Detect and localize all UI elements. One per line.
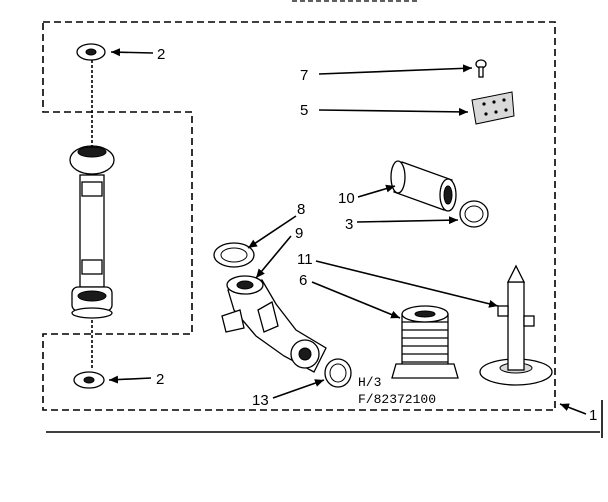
screw-part — [475, 59, 487, 78]
callout-2-bottom: 2 — [156, 371, 164, 388]
drain-hose-assembly — [69, 60, 115, 368]
washer-top — [76, 43, 106, 61]
callout-5: 5 — [300, 102, 308, 119]
callout-8: 8 — [297, 201, 305, 218]
filter-cartridge — [390, 160, 457, 212]
washer-bottom — [73, 371, 105, 389]
drawing-code-line-2: F/82372100 — [358, 392, 436, 407]
callout-9: 9 — [295, 225, 303, 242]
callout-3: 3 — [345, 216, 353, 233]
callout-7: 7 — [300, 67, 308, 84]
callout-10: 10 — [338, 190, 355, 207]
ring-part-3 — [459, 200, 489, 228]
clamp-part — [213, 242, 255, 268]
callout-2-top: 2 — [157, 46, 165, 63]
elbow-hose — [221, 275, 327, 373]
callout-11: 11 — [297, 251, 313, 268]
drawing-code-line-1: H/3 — [358, 375, 381, 390]
support-post — [479, 264, 553, 386]
clip-part — [471, 91, 515, 125]
callout-13: 13 — [252, 392, 269, 409]
threaded-fitting — [391, 305, 459, 379]
callout-6: 6 — [299, 272, 307, 289]
callout-1: 1 — [589, 407, 597, 424]
ring-part-13 — [324, 358, 352, 388]
leader-lines — [108, 48, 587, 415]
